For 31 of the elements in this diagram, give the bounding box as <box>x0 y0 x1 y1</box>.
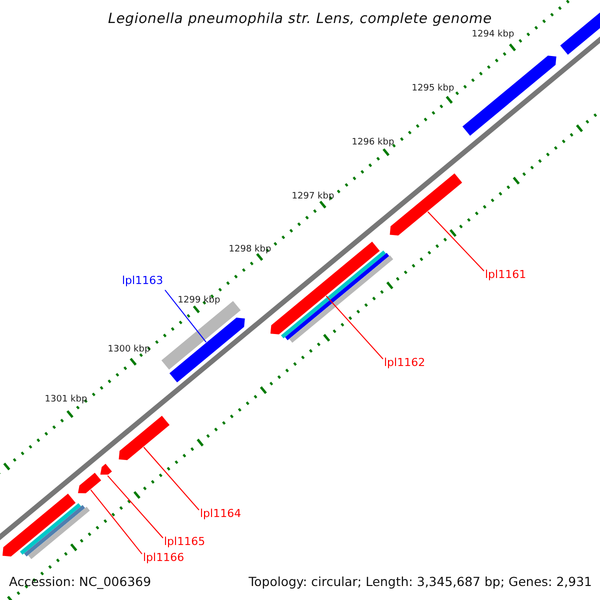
tick-label: 1294 kbp <box>472 30 514 40</box>
gene-label: lpl1163 <box>122 275 164 286</box>
tick-label: 1299 kbp <box>178 296 220 306</box>
leader-line <box>107 475 164 538</box>
gene-feature <box>462 56 556 136</box>
tick-label: 1295 kbp <box>412 84 454 94</box>
leader-line <box>143 446 200 510</box>
gene-feature <box>78 472 102 494</box>
gene-feature <box>169 318 245 382</box>
accession-text: Accession: NC_006369 <box>9 573 152 591</box>
gene-label: lpl1162 <box>384 357 426 368</box>
genome-stats-text: Topology: circular; Length: 3,345,687 bp; Genes: 2,931 <box>248 573 592 591</box>
tick-label: 1297 kbp <box>292 192 334 202</box>
gene-label: lpl1164 <box>200 508 242 519</box>
gene-label: lpl1161 <box>485 269 526 280</box>
gene-label: lpl1166 <box>143 552 184 563</box>
gene-feature <box>2 494 76 556</box>
tick-label: 1298 kbp <box>228 246 272 254</box>
tick-label: 1301 kbp <box>44 396 88 404</box>
gene-label: lpl1165 <box>164 536 206 547</box>
tick-label: 1296 kbp <box>352 138 394 148</box>
gene-feature <box>100 464 112 475</box>
gene-feature <box>118 416 170 460</box>
leader-line <box>164 290 207 343</box>
gene-feature <box>390 173 462 236</box>
leader-line <box>326 295 384 360</box>
title: Legionella pneumophila str. Lens, complete genome <box>107 10 493 29</box>
gene-feature <box>270 242 380 334</box>
leader-line <box>427 211 484 272</box>
leader-line <box>90 489 142 554</box>
tick-label: 1300 kbp <box>108 346 150 354</box>
